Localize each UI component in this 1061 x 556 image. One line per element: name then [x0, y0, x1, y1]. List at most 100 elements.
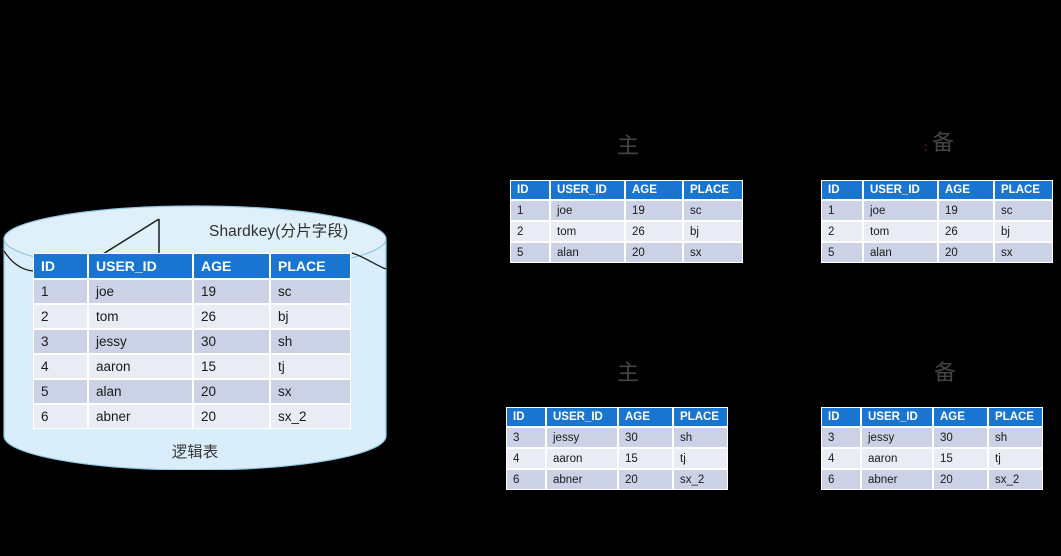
cell-place: sx: [994, 242, 1053, 263]
cell-age: 30: [618, 427, 673, 448]
cell-place: tj: [270, 354, 351, 379]
cell-place: sc: [683, 200, 743, 221]
cell-id: 5: [821, 242, 863, 263]
cell-user_id: joe: [550, 200, 625, 221]
cell-place: sc: [994, 200, 1053, 221]
cell-id: 6: [506, 469, 546, 490]
shard-title: 备: [932, 130, 955, 155]
shard-title: 主: [617, 133, 640, 158]
cell-user_id: abner: [861, 469, 933, 490]
cell-age: 20: [938, 242, 994, 263]
cell-place: sx_2: [270, 404, 351, 429]
cell-id: 1: [33, 279, 88, 304]
cell-user_id: alan: [863, 242, 938, 263]
shard0-header-age: AGE: [625, 180, 683, 200]
shard0-header-user_id: USER_ID: [550, 180, 625, 200]
cell-age: 15: [933, 448, 988, 469]
shard0-header-id: ID: [510, 180, 550, 200]
cell-user_id: abner: [546, 469, 618, 490]
logical-header-age: AGE: [193, 253, 270, 279]
cell-id: 3: [821, 427, 861, 448]
cell-id: 2: [510, 221, 550, 242]
cell-user_id: jessy: [88, 329, 193, 354]
cell-user_id: alan: [550, 242, 625, 263]
cell-id: 5: [510, 242, 550, 263]
cell-place: tj: [673, 448, 728, 469]
cell-user_id: joe: [88, 279, 193, 304]
cylinder-left-hook: [3, 250, 34, 272]
cell-age: 26: [938, 221, 994, 242]
cell-id: 2: [33, 304, 88, 329]
cell-age: 20: [625, 242, 683, 263]
cell-place: sh: [270, 329, 351, 354]
logical-header-user_id: USER_ID: [88, 253, 193, 279]
cell-id: 6: [33, 404, 88, 429]
cell-place: sx_2: [988, 469, 1043, 490]
cell-user_id: jessy: [861, 427, 933, 448]
cell-place: tj: [988, 448, 1043, 469]
cell-id: 1: [821, 200, 863, 221]
shard2-header-place: PLACE: [673, 407, 728, 427]
shard-title: 备: [934, 360, 957, 385]
cell-place: sh: [673, 427, 728, 448]
cell-age: 19: [938, 200, 994, 221]
cell-age: 15: [618, 448, 673, 469]
shard1-header-user_id: USER_ID: [863, 180, 938, 200]
cell-place: bj: [270, 304, 351, 329]
shard0-header-place: PLACE: [683, 180, 743, 200]
shardkey-pointer-diagonal: [102, 218, 160, 255]
shard-title: 主: [617, 360, 640, 385]
cell-age: 20: [193, 404, 270, 429]
cell-place: sx: [270, 379, 351, 404]
shard2-header-user_id: USER_ID: [546, 407, 618, 427]
cell-user_id: tom: [88, 304, 193, 329]
cell-user_id: abner: [88, 404, 193, 429]
cell-id: 1: [510, 200, 550, 221]
shard3-header-age: AGE: [933, 407, 988, 427]
render-artifact-dots: :: [924, 140, 928, 154]
cell-user_id: alan: [88, 379, 193, 404]
cell-place: sx_2: [673, 469, 728, 490]
cell-place: bj: [683, 221, 743, 242]
shard3-header-user_id: USER_ID: [861, 407, 933, 427]
cell-user_id: tom: [863, 221, 938, 242]
logical-header-place: PLACE: [270, 253, 351, 279]
cell-user_id: jessy: [546, 427, 618, 448]
cell-age: 20: [618, 469, 673, 490]
cell-user_id: aaron: [88, 354, 193, 379]
cell-id: 3: [33, 329, 88, 354]
cell-id: 4: [33, 354, 88, 379]
cell-user_id: aaron: [546, 448, 618, 469]
cell-place: sc: [270, 279, 351, 304]
shard2-header-age: AGE: [618, 407, 673, 427]
shard1-header-id: ID: [821, 180, 863, 200]
cell-age: 30: [193, 329, 270, 354]
cell-place: sh: [988, 427, 1043, 448]
cell-place: sx: [683, 242, 743, 263]
